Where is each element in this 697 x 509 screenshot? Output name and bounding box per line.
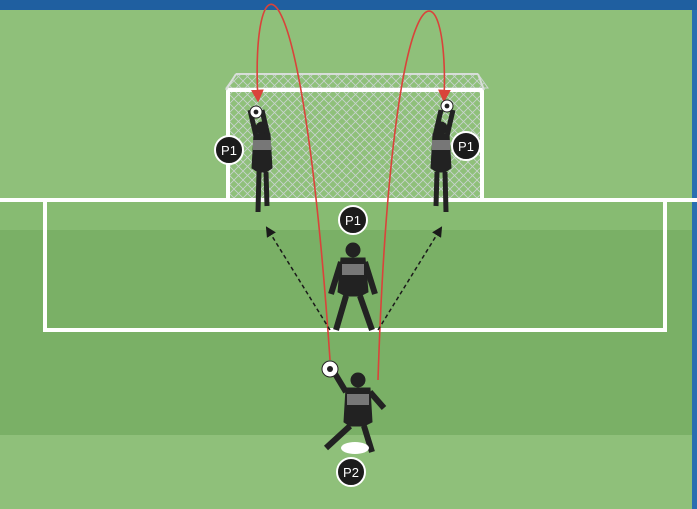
soccer-ball-icon	[441, 100, 453, 112]
marker-p2-thrower: P2	[337, 458, 365, 486]
soccer-ball-icon	[322, 361, 338, 377]
top-bar	[0, 0, 697, 10]
soccer-ball-icon	[250, 106, 262, 118]
marker-p1-left-goal: P1	[215, 136, 243, 164]
marker-p1-center: P1	[339, 206, 367, 234]
svg-text:P1: P1	[345, 213, 361, 228]
marker-p1-right-goal: P1	[452, 132, 480, 160]
svg-text:P2: P2	[343, 465, 359, 480]
flat-disc-marker-icon	[341, 442, 369, 454]
right-edge	[692, 10, 697, 509]
svg-text:P1: P1	[458, 139, 474, 154]
svg-text:P1: P1	[221, 143, 237, 158]
